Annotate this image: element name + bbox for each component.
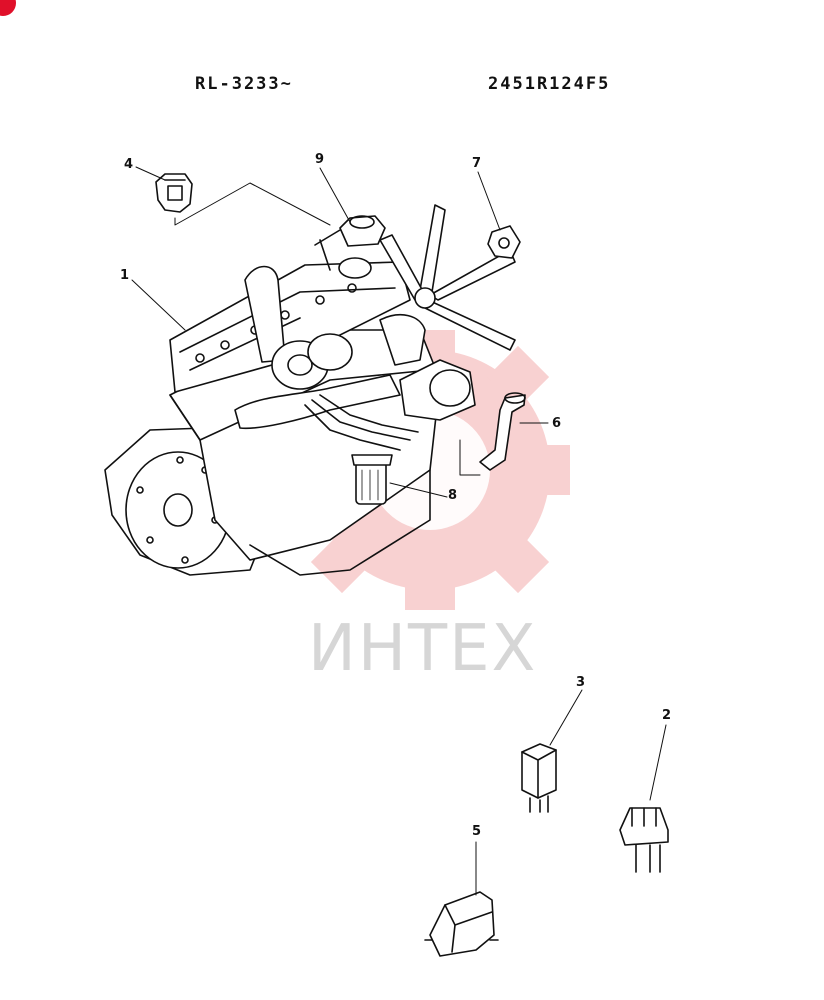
- leader-8: [389, 482, 448, 498]
- callout-7: 7: [472, 156, 482, 171]
- callout-5: 5: [472, 824, 482, 839]
- leader-3: [549, 689, 583, 746]
- callout-1: 1: [120, 268, 130, 283]
- serial-range: RL-3233~: [195, 74, 293, 94]
- leader-2: [649, 724, 667, 801]
- leader-4-bracket: [174, 182, 331, 226]
- callout-6: 6: [552, 416, 562, 431]
- leader-1: [131, 279, 186, 331]
- callout-9: 9: [315, 152, 325, 167]
- leader-6-bracket: [459, 439, 481, 476]
- callout-4: 4: [124, 157, 134, 172]
- part-3-relay: [521, 743, 557, 813]
- callout-8: 8: [448, 488, 458, 503]
- leader-9: [319, 167, 351, 223]
- callout-2: 2: [662, 708, 672, 723]
- part-4-sensor: [155, 173, 193, 213]
- part-9-thermostat-housing: [339, 215, 386, 247]
- part-5-regulator: [424, 891, 499, 957]
- part-2-connector: [619, 807, 669, 873]
- watermark-text: ИНТЕХ: [308, 612, 538, 686]
- part-number: 2451R124F5: [488, 74, 611, 94]
- corner-badge: [0, 0, 16, 16]
- part-7-gasket: [487, 225, 521, 259]
- part-6-hose: [479, 392, 526, 471]
- leader-7: [477, 171, 501, 231]
- leader-4: [135, 166, 166, 181]
- part-8-fuel-filter: [351, 454, 393, 505]
- callout-3: 3: [576, 675, 586, 690]
- engine-assembly: [104, 204, 516, 576]
